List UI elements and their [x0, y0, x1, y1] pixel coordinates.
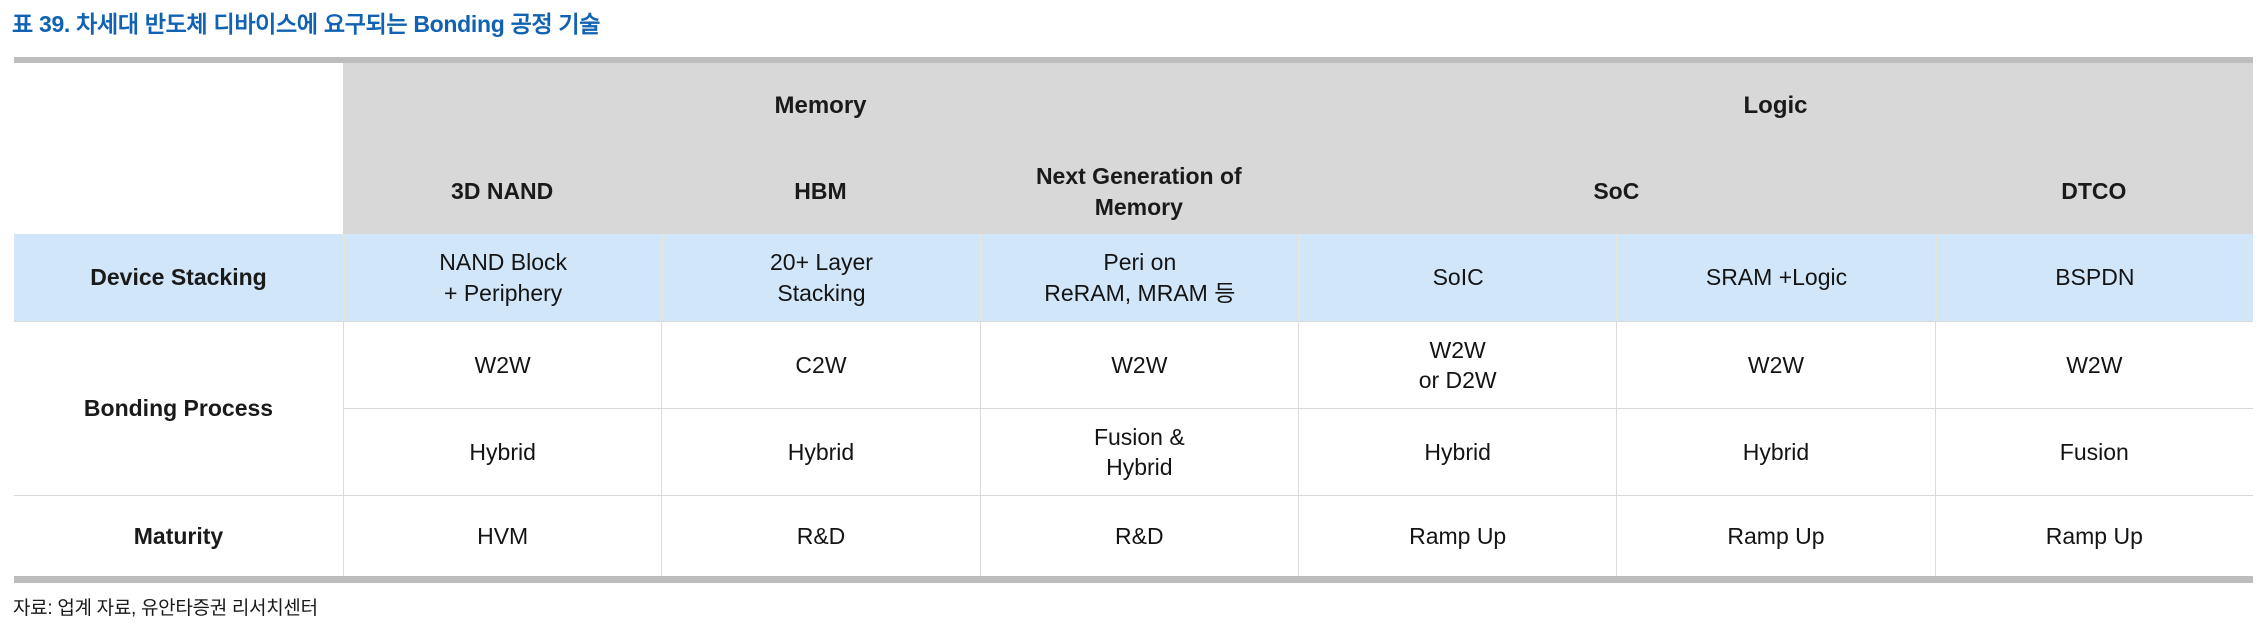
bonding-process-table: Memory Logic 3D NAND HBM Next Generation… — [14, 57, 2253, 583]
cell-bonding2-3d-nand: Hybrid — [343, 408, 662, 495]
cell-bonding1-dtco: W2W — [1934, 321, 2253, 408]
cell-device-stacking-dtco: BSPDN — [1934, 234, 2253, 321]
corner-blank-cell — [14, 63, 343, 234]
column-header-next-gen-memory: Next Generation of Memory — [979, 149, 1298, 234]
cell-maturity-hbm: R&D — [661, 495, 980, 576]
cell-device-stacking-soc-1: SoIC — [1298, 234, 1617, 321]
cell-bonding2-hbm: Hybrid — [661, 408, 980, 495]
table-top-border — [14, 57, 2253, 63]
cell-maturity-dtco: Ramp Up — [1934, 495, 2253, 576]
cell-bonding2-next-gen-memory: Fusion & Hybrid — [979, 408, 1298, 495]
group-header-logic: Logic — [1298, 63, 2253, 149]
cell-maturity-3d-nand: HVM — [343, 495, 662, 576]
cell-device-stacking-3d-nand: NAND Block + Periphery — [343, 234, 662, 321]
row-label-maturity: Maturity — [14, 495, 343, 576]
cell-bonding1-next-gen-memory: W2W — [979, 321, 1298, 408]
cell-device-stacking-hbm: 20+ Layer Stacking — [661, 234, 980, 321]
cell-bonding2-dtco: Fusion — [1934, 408, 2253, 495]
cell-maturity-soc-1: Ramp Up — [1298, 495, 1617, 576]
source-note: 자료: 업계 자료, 유안타증권 리서치센터 — [13, 598, 318, 619]
cell-bonding1-hbm: C2W — [661, 321, 980, 408]
column-header-3d-nand: 3D NAND — [343, 149, 662, 234]
row-label-device-stacking: Device Stacking — [14, 234, 343, 321]
column-header-hbm: HBM — [661, 149, 980, 234]
cell-maturity-soc-2: Ramp Up — [1616, 495, 1935, 576]
table-grid: Memory Logic 3D NAND HBM Next Generation… — [14, 63, 2253, 576]
cell-bonding2-soc-1: Hybrid — [1298, 408, 1617, 495]
cell-device-stacking-next-gen-memory: Peri on ReRAM, MRAM 등 — [979, 234, 1298, 321]
column-header-dtco: DTCO — [1934, 149, 2253, 234]
cell-bonding1-3d-nand: W2W — [343, 321, 662, 408]
cell-maturity-next-gen-memory: R&D — [979, 495, 1298, 576]
row-label-bonding-process: Bonding Process — [14, 321, 343, 495]
cell-device-stacking-soc-2: SRAM +Logic — [1616, 234, 1935, 321]
column-header-soc: SoC — [1298, 149, 1935, 234]
cell-bonding2-soc-2: Hybrid — [1616, 408, 1935, 495]
table-bottom-border — [14, 576, 2253, 583]
group-header-memory: Memory — [343, 63, 1298, 149]
cell-bonding1-soc-2: W2W — [1616, 321, 1935, 408]
cell-bonding1-soc-1: W2W or D2W — [1298, 321, 1617, 408]
table-title: 표 39. 차세대 반도체 디바이스에 요구되는 Bonding 공정 기술 — [12, 11, 601, 37]
